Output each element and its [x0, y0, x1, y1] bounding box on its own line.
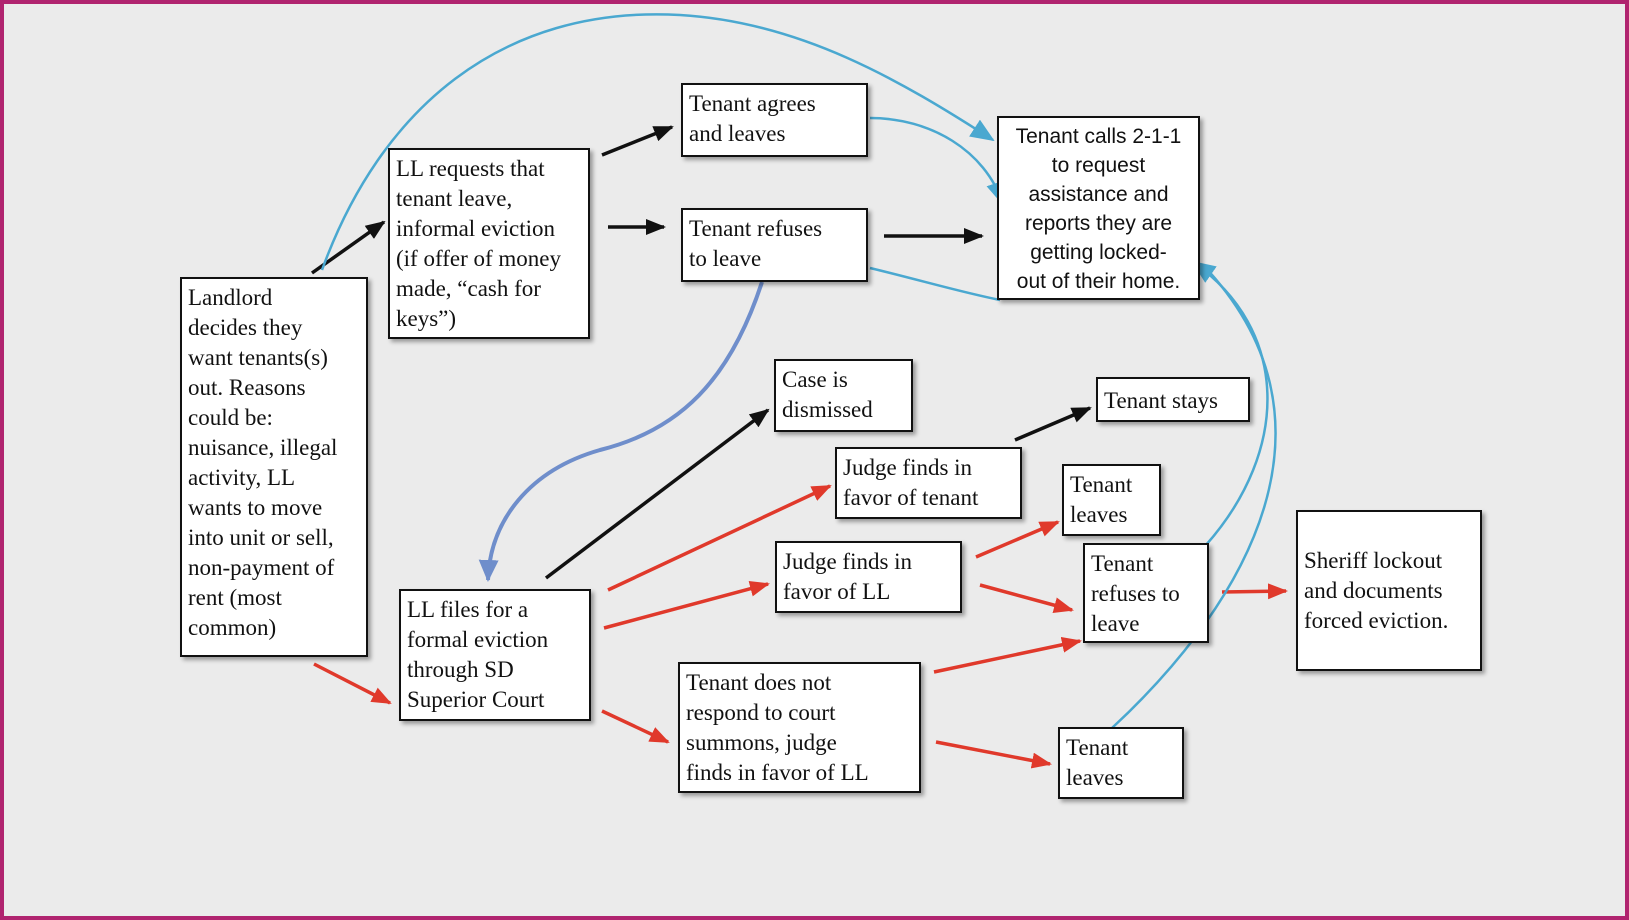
arrow-agrees-to-211-curve	[869, 116, 1006, 206]
arrow-files-to-dismissed	[544, 408, 770, 580]
arrow-landlord-to-211-curve	[320, 13, 995, 271]
node-judge-tenant: Judge finds in favor of tenant	[835, 447, 1022, 519]
node-sheriff-lockout: Sheriff lockout and documents forced evi…	[1296, 510, 1482, 671]
arrow-files-to-no-response	[601, 709, 670, 744]
arrow-judge-ll-to-refuses	[979, 583, 1074, 613]
arrow-refuses-to-211-line	[869, 266, 1001, 302]
arrow-leaves-to-211-curve	[1111, 264, 1277, 729]
node-tenant-calls-211: Tenant calls 2-1-1 to request assistance…	[997, 116, 1200, 300]
arrow-refuses-to-files-curve	[478, 281, 764, 582]
arrow-judge-tenant-to-stays	[1014, 406, 1092, 442]
node-tenant-refuses-formal: Tenant refuses to leave	[1083, 543, 1209, 643]
arrow-no-response-to-leaves	[935, 740, 1052, 769]
arrow-request-to-agrees	[601, 125, 674, 157]
arrow-refuses-to-sheriff	[1221, 583, 1288, 600]
node-tenant-leaves-1: Tenant leaves	[1062, 464, 1161, 536]
arrow-files-to-judge-tenant	[607, 484, 832, 592]
node-tenant-refuses-informal: Tenant refuses to leave	[681, 208, 868, 282]
node-ll-requests: LL requests that tenant leave, informal …	[388, 148, 590, 339]
node-tenant-agrees: Tenant agrees and leaves	[681, 83, 868, 157]
arrow-judge-ll-to-leaves	[975, 520, 1060, 559]
node-landlord-decides: Landlord decides they want tenants(s) ou…	[180, 277, 368, 657]
node-tenant-leaves-2: Tenant leaves	[1058, 727, 1184, 799]
arrow-no-response-to-refuses	[933, 636, 1082, 674]
node-no-response: Tenant does not respond to court summons…	[678, 662, 921, 793]
arrow-landlord-to-files	[313, 662, 392, 705]
arrow-files-to-judge-ll	[603, 580, 770, 630]
node-case-dismissed: Case is dismissed	[774, 359, 913, 432]
node-judge-ll: Judge finds in favor of LL	[775, 541, 962, 613]
node-tenant-stays: Tenant stays	[1096, 377, 1250, 422]
node-ll-files: LL files for a formal eviction through S…	[399, 589, 591, 721]
